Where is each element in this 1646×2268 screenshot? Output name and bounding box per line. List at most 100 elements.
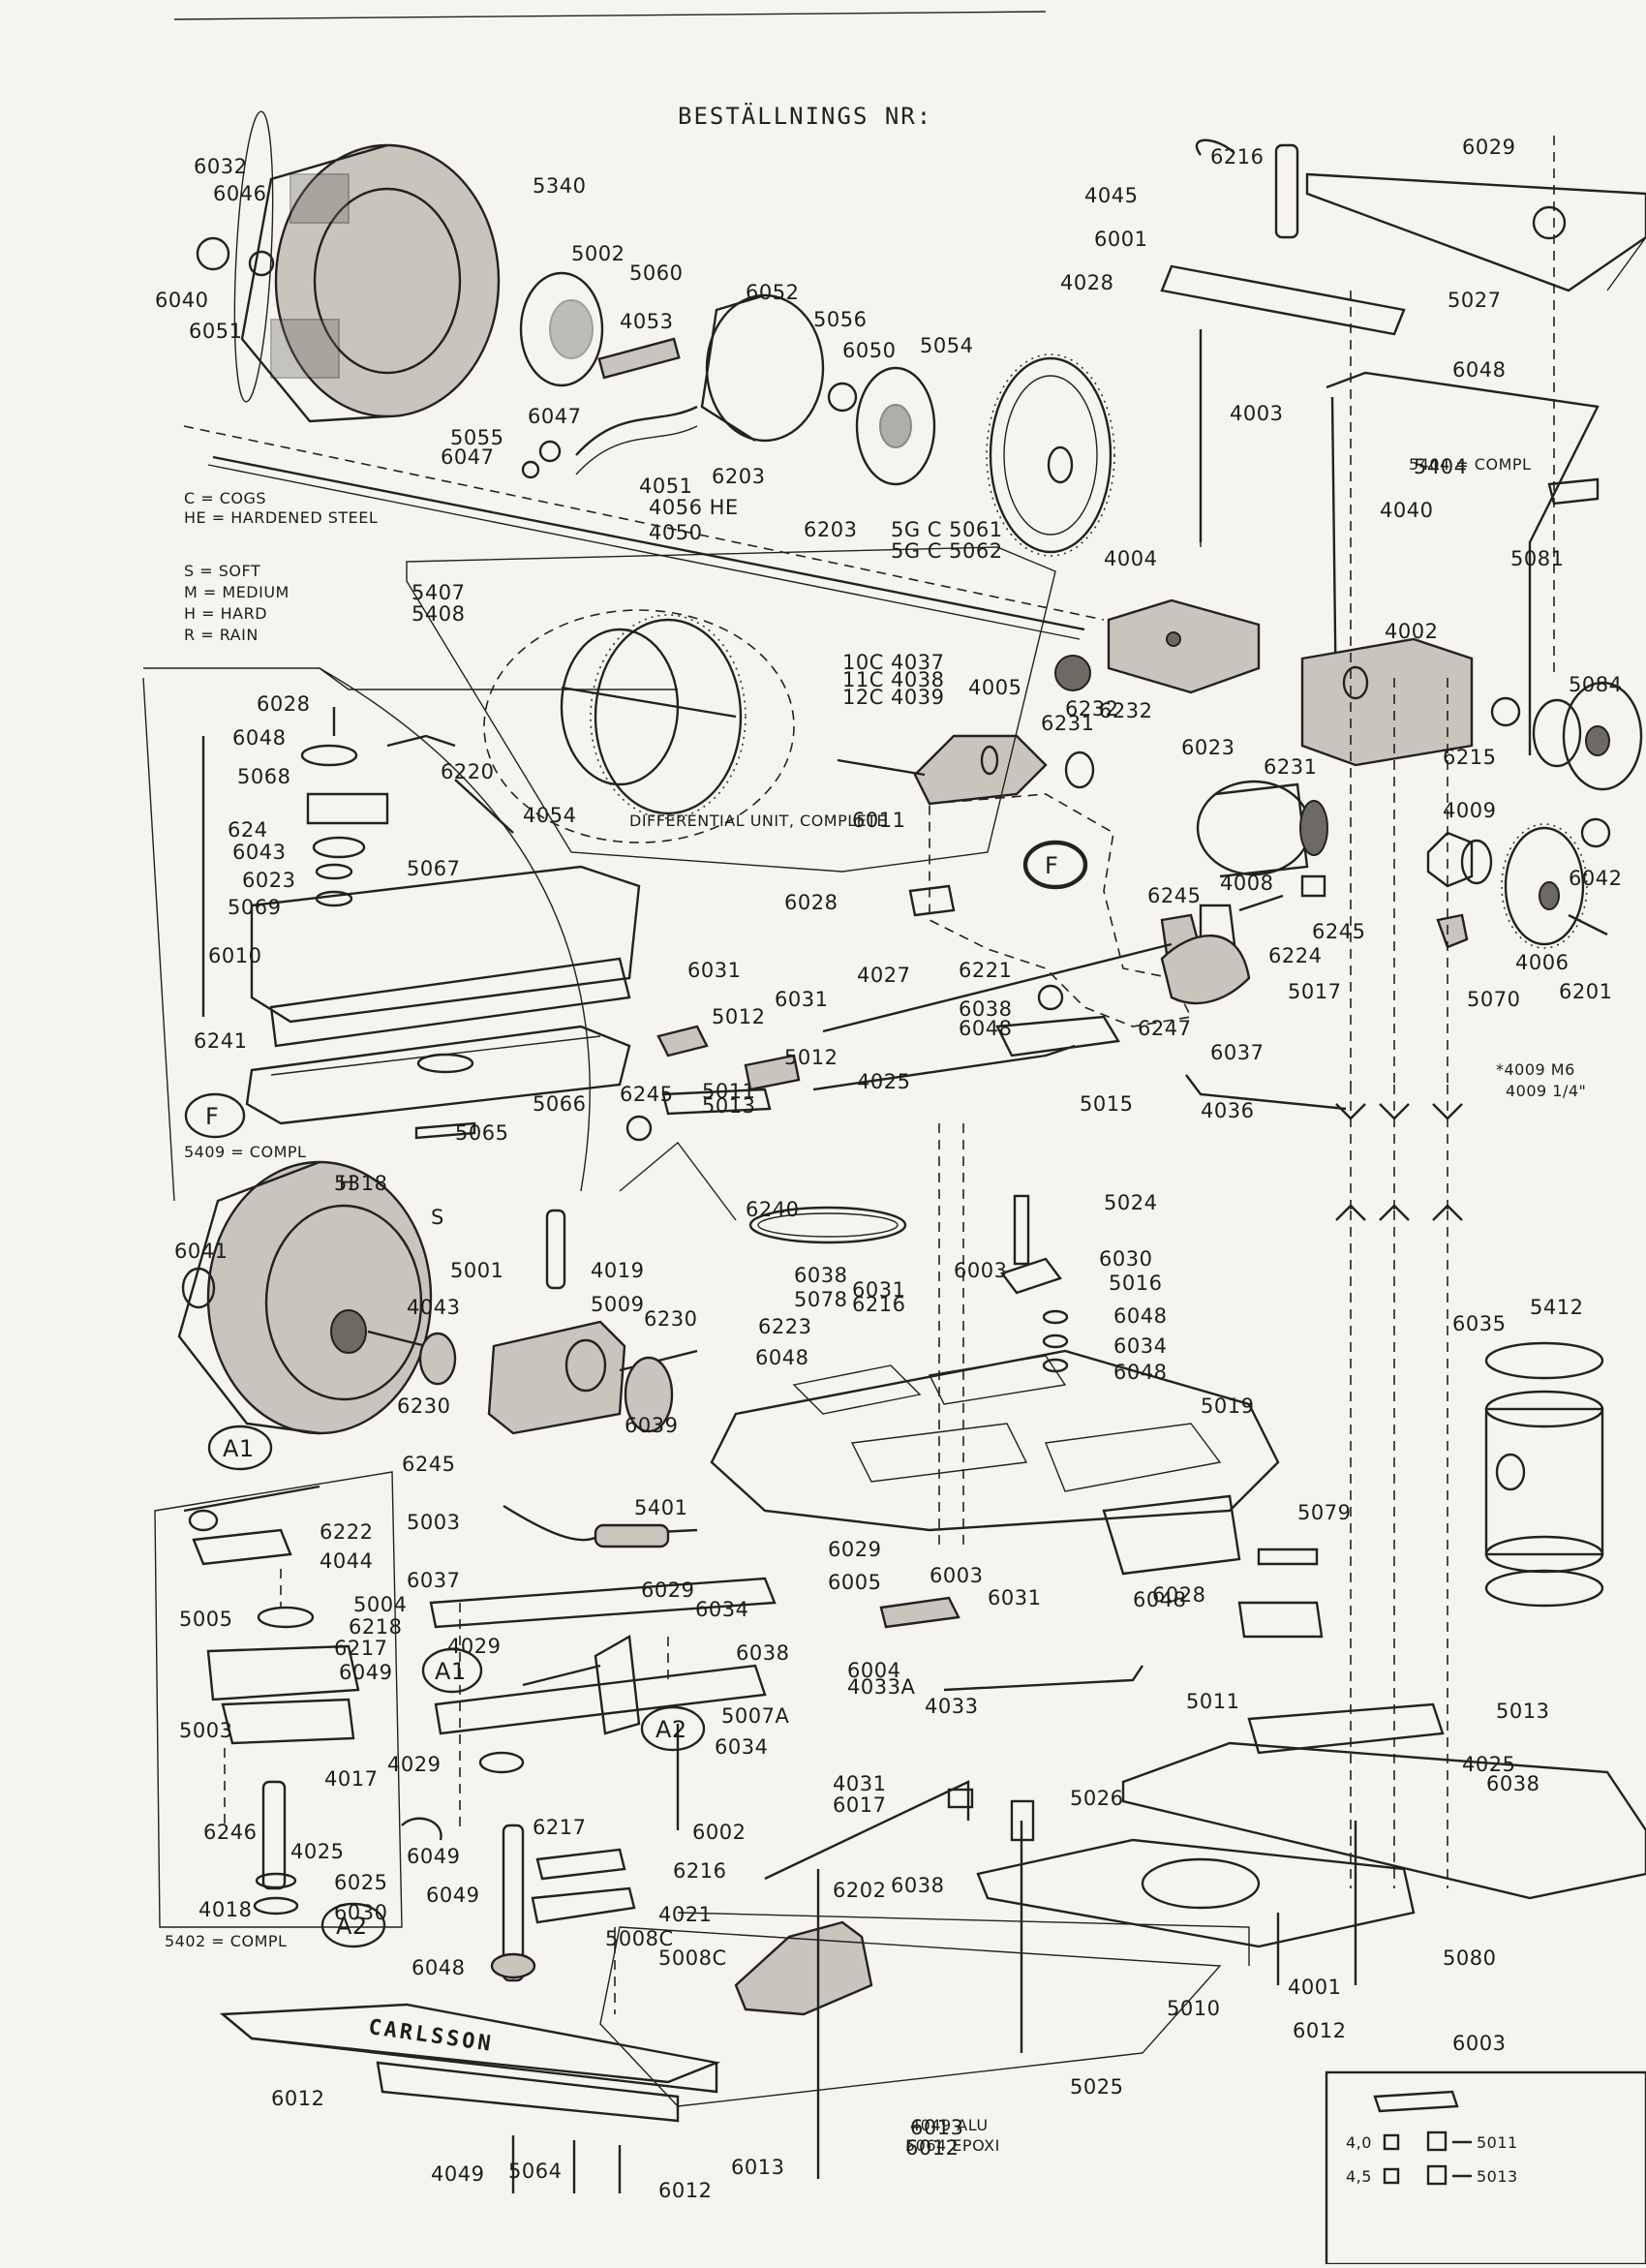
part-number-label: 5407: [412, 581, 466, 604]
part-number-label: 6048: [232, 726, 287, 750]
part-number-label: 6051: [189, 320, 243, 343]
part-number-label: 5G C 5062: [891, 539, 1003, 563]
part-number-label: 6030: [334, 1901, 388, 1924]
part-number-label: 5011: [702, 1080, 756, 1103]
part-number-label: 4029: [387, 1753, 442, 1776]
part-number-label: 5003: [179, 1719, 233, 1742]
note-4009-m6: *4009 M6: [1496, 1060, 1575, 1079]
part-number-label: 5340: [533, 174, 587, 198]
compl-5402: 5402 = COMPL: [165, 1932, 288, 1950]
part-number-label: 4049: [431, 2162, 485, 2186]
tyre-S: S: [431, 1206, 444, 1229]
part-number-label: 6030: [1099, 1247, 1153, 1271]
part-number-label: 5013: [1496, 1700, 1550, 1723]
part-number-label: 6202: [833, 1879, 887, 1902]
inset-row2-ref: 5013: [1477, 2167, 1518, 2186]
part-number-label: 6029: [641, 1578, 695, 1602]
part-number-label: 6203: [712, 465, 766, 488]
part-number-label: 5412: [1530, 1296, 1584, 1319]
part-number-label: 6012: [271, 2087, 325, 2110]
part-number-label: 4033A: [847, 1675, 916, 1699]
part-number-label: 4044: [320, 1549, 374, 1573]
part-number-label: 4031: [833, 1772, 887, 1795]
main-spur-gear: [986, 353, 1115, 557]
part-number-label: 6031: [775, 988, 829, 1011]
part-number-label: 5318: [334, 1172, 388, 1195]
compl-5404: 5404 = COMPL: [1409, 455, 1532, 474]
part-number-label: 6201: [1559, 980, 1613, 1003]
zone-F-top: F: [1045, 852, 1059, 879]
part-number-label: 6048: [755, 1346, 809, 1369]
part-number-label: 11C 4038: [842, 668, 945, 691]
part-number-label: 5069: [228, 896, 282, 919]
part-number-label: 4028: [1060, 271, 1114, 294]
part-number-label: 6010: [208, 944, 262, 967]
part-number-label: 6037: [1210, 1041, 1265, 1064]
part-number-label: 624: [228, 818, 268, 842]
part-number-label: 6002: [692, 1821, 747, 1844]
part-number-label: 6048: [959, 1017, 1013, 1040]
part-number-label: 5024: [1104, 1191, 1158, 1214]
part-number-label: 4002: [1385, 620, 1439, 643]
part-number-label: 6232: [1065, 697, 1119, 720]
part-number-label: 6049: [407, 1845, 461, 1868]
part-number-label: 5005: [179, 1608, 233, 1631]
part-number-label: 6032: [194, 155, 248, 178]
part-number-label: 6042: [1569, 867, 1623, 890]
part-number-label: 5070: [1467, 988, 1521, 1011]
part-number-label: 6224: [1268, 944, 1323, 967]
legend-rain: R = RAIN: [184, 626, 259, 644]
part-number-label: 4003: [1230, 402, 1284, 425]
part-number-label: 6240: [746, 1198, 800, 1221]
inset-row1: 4,0: [1346, 2133, 1372, 2152]
part-number-label: 4025: [1462, 1753, 1516, 1776]
part-number-label: 5007A: [721, 1704, 790, 1728]
part-number-label: 5060: [629, 261, 684, 285]
part-number-label: 6245: [402, 1453, 456, 1476]
part-number-label: 4043: [407, 1296, 461, 1319]
part-number-label: 6004: [847, 1659, 901, 1682]
part-number-label: 5016: [1109, 1272, 1163, 1295]
part-number-label: 5056: [813, 308, 868, 331]
part-number-label: 6038: [891, 1874, 945, 1897]
part-number-label: 6231: [1264, 755, 1318, 779]
legend-medium: M = MEDIUM: [184, 583, 290, 601]
part-number-label: 5009: [591, 1293, 645, 1316]
part-number-label: 5404: [1414, 455, 1468, 478]
compl-5409: 5409 = COMPL: [184, 1143, 307, 1161]
part-number-label: 6215: [1443, 746, 1497, 769]
part-number-label: 6034: [715, 1735, 769, 1759]
part-number-label: 6048: [412, 1956, 466, 1979]
part-number-label: 4056 HE: [649, 496, 739, 519]
part-number-label: 6013: [731, 2156, 785, 2179]
part-number-label: 5065: [455, 1121, 509, 1145]
part-number-label: 6241: [194, 1029, 248, 1053]
zone-F-left: F: [205, 1103, 220, 1130]
part-number-label: 5026: [1070, 1787, 1124, 1810]
part-number-label: 5003: [407, 1511, 461, 1534]
part-number-label: 6013: [910, 2116, 964, 2139]
part-number-label: 6031: [687, 959, 742, 982]
part-number-label: 6023: [1181, 736, 1235, 759]
part-number-label: 5401: [634, 1496, 688, 1519]
page-title: BESTÄLLNINGS NR:: [678, 103, 933, 130]
part-number-label: 4053: [620, 310, 674, 333]
part-number-label: 5025: [1070, 2075, 1124, 2099]
part-number-label: 5008C: [658, 1946, 727, 1970]
part-number-label: 6245: [1312, 920, 1366, 943]
part-number-label: 6048: [1113, 1361, 1168, 1384]
part-number-label: 6037: [407, 1569, 461, 1592]
part-number-label: 6029: [828, 1538, 882, 1561]
part-number-label: 6012: [905, 2136, 960, 2160]
part-number-label: 5068: [237, 765, 291, 788]
part-number-label: 6048: [1113, 1304, 1168, 1328]
part-number-label: 6025: [334, 1871, 388, 1894]
zone-A2-mid: A2: [655, 1716, 687, 1743]
part-number-label: 4027: [857, 964, 911, 987]
part-number-label: 6023: [242, 869, 296, 892]
part-number-label: 5013: [702, 1094, 756, 1118]
part-number-label: 5079: [1297, 1501, 1352, 1524]
legend-cogs: C = COGS: [184, 489, 267, 507]
